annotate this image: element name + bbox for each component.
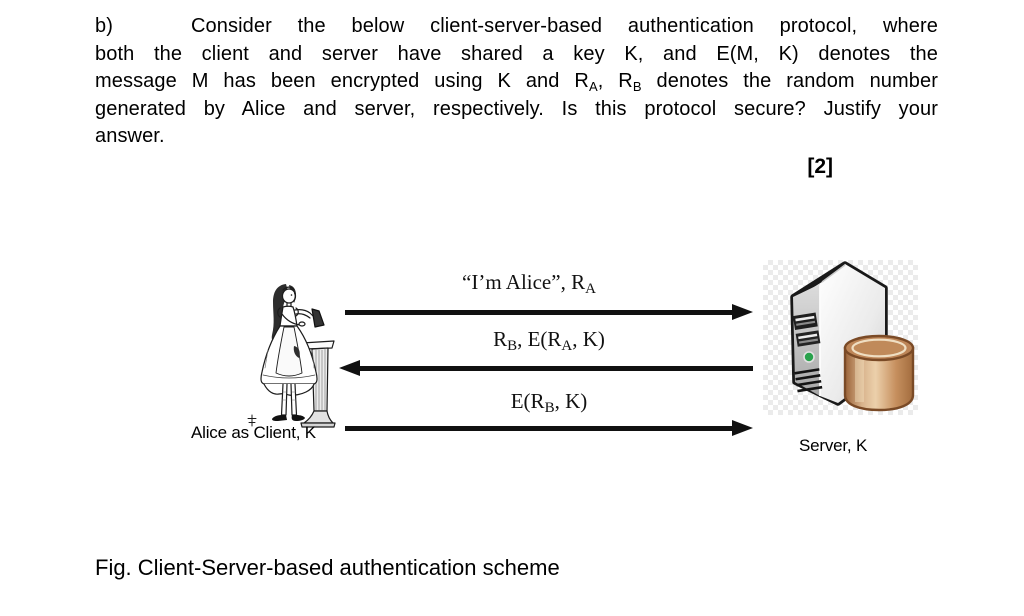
question-line: both the client and server have shared a…: [95, 42, 938, 65]
message-label-3: E(RB, K): [510, 389, 588, 416]
protocol-diagram: “I’m Alice”, RA RB, E(RA, K) E(RB, K): [0, 250, 1024, 480]
arrow-message-2: [339, 360, 753, 376]
arrow-shaft: [345, 309, 740, 315]
server-icon: [790, 261, 915, 412]
figure-caption: Fig. Client-Server-based authentication …: [95, 555, 560, 580]
question-line: answer.: [95, 125, 165, 148]
arrow-shaft: [352, 365, 753, 371]
message-label-1: “I’m Alice”, RA: [462, 270, 596, 297]
arrow-message-1: [345, 304, 753, 320]
artist-monogram: [247, 414, 257, 427]
server-caption: Server, K: [799, 436, 868, 455]
client-caption: Alice as Client, K: [191, 423, 316, 442]
arrow-message-3: [345, 420, 753, 436]
database-cylinder: [843, 334, 915, 412]
question-line: b)Consider the below client-server-based…: [95, 15, 938, 37]
server-image: [763, 260, 918, 415]
question-line: message M has been encrypted using K and…: [95, 70, 938, 95]
alice-figure-drawing: [247, 284, 325, 427]
message-label-2: RB, E(RA, K): [493, 327, 605, 354]
question-part-label: b): [95, 15, 113, 37]
arrow-shaft: [345, 425, 740, 431]
arrow-head-left-icon: [339, 360, 360, 376]
marks-badge: [2]: [807, 155, 833, 178]
table-drawing: [300, 340, 336, 428]
question-line: generated by Alice and server, respectiv…: [95, 97, 938, 120]
alice-illustration: [247, 284, 336, 428]
arrow-head-right-icon: [732, 420, 753, 436]
drive-bays: [792, 312, 821, 347]
question-paragraph: b)Consider the below client-server-based…: [95, 13, 938, 151]
vent-grille: [794, 368, 823, 393]
arrow-head-right-icon: [732, 304, 753, 320]
power-led-icon: [803, 351, 815, 363]
